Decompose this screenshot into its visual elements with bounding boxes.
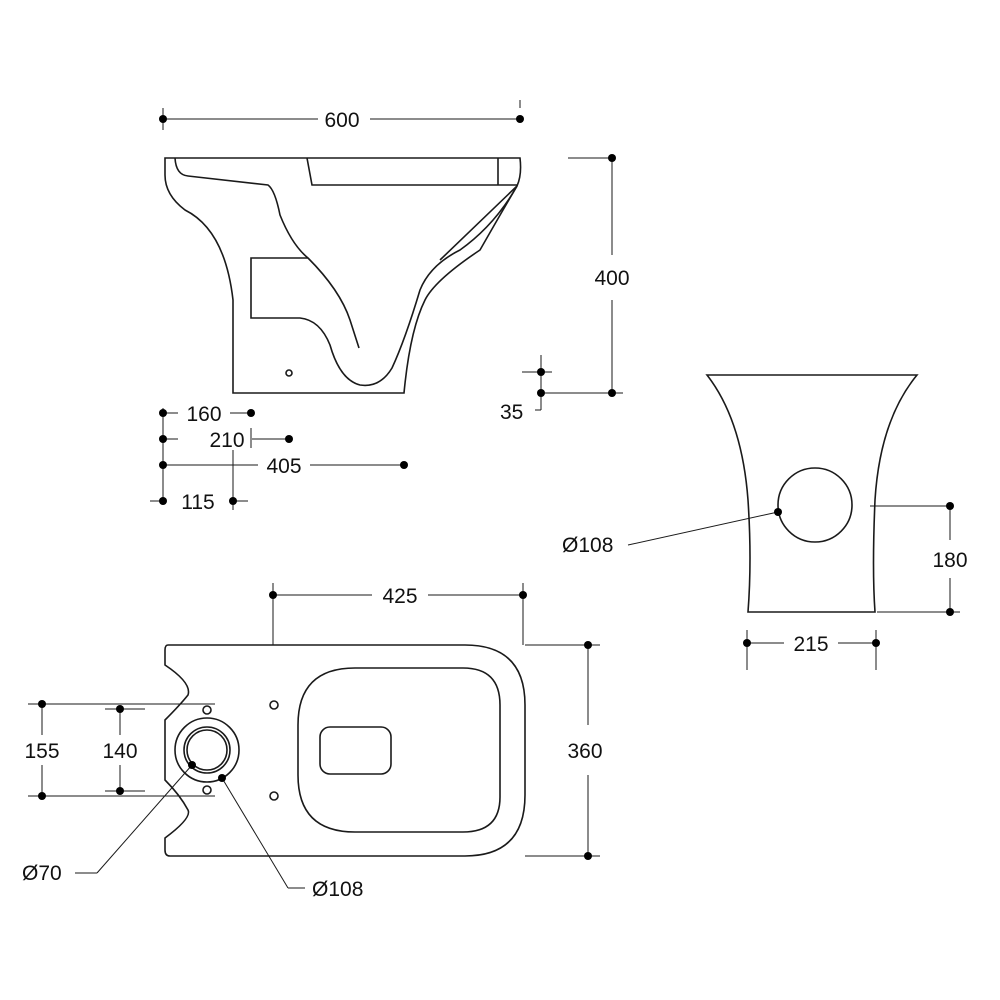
dim-600: 600 <box>324 109 359 132</box>
dim-210: 210 <box>209 429 244 452</box>
dim-160: 160 <box>186 403 221 426</box>
dim-plan-hole-inner: Ø70 <box>22 862 62 885</box>
dim-140: 140 <box>102 740 137 763</box>
dim-front-hole: Ø108 <box>562 534 613 557</box>
dim-405: 405 <box>266 455 301 478</box>
dim-425: 425 <box>382 585 417 608</box>
front-outlet <box>777 467 853 543</box>
plan-view <box>164 644 526 857</box>
dim-215: 215 <box>793 633 828 656</box>
plan-dimensions: 425 360 155 140 Ø70 Ø108 <box>22 583 603 901</box>
dim-360: 360 <box>567 740 602 763</box>
side-view <box>164 157 522 394</box>
side-dimensions: 600 400 35 160 210 405 115 <box>150 100 630 514</box>
dim-180: 180 <box>932 549 967 572</box>
dim-35: 35 <box>500 401 523 424</box>
dim-115: 115 <box>181 491 214 514</box>
dim-155: 155 <box>24 740 59 763</box>
dim-400: 400 <box>594 267 629 290</box>
front-view: Ø108 180 215 <box>562 374 968 670</box>
dim-plan-hole-outer: Ø108 <box>312 878 363 901</box>
side-hole <box>285 369 293 377</box>
